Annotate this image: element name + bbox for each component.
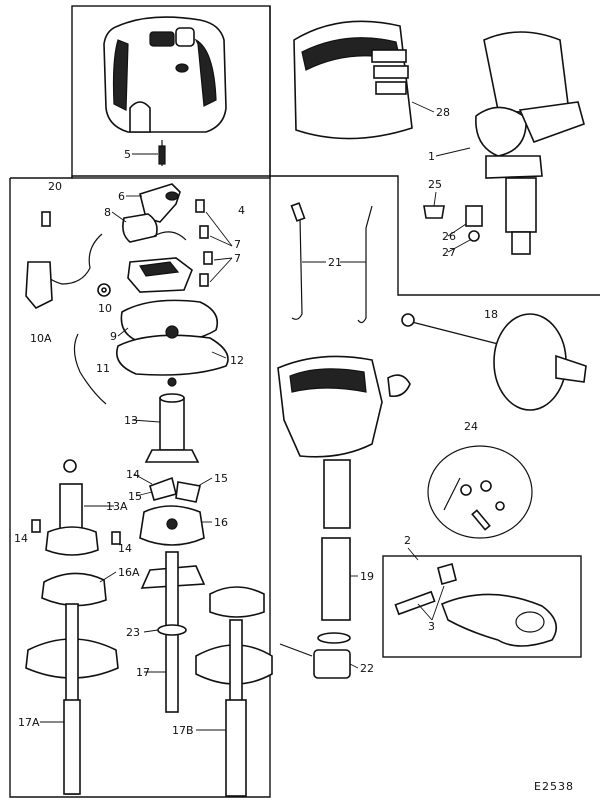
label-7b: 7 [234,252,241,265]
label-27: 27 [442,246,456,259]
contact-spring [139,261,180,277]
label-28: 28 [436,106,450,119]
label-23: 23 [126,626,140,639]
vacuum-terminal-10a [25,261,53,309]
distributor-body [277,355,411,529]
label-17a: 17A [18,716,40,729]
label-22: 22 [360,662,374,675]
moving-plate [116,334,229,376]
label-21: 21 [328,256,342,269]
rotor-arm-contact [165,191,179,201]
cap-cover-28 [293,20,413,140]
pin-14a [31,519,41,533]
label-10a: 10A [30,332,52,345]
label-17: 17 [136,666,150,679]
label-16a: 16A [118,566,140,579]
label-1: 1 [428,150,435,163]
label-7a: 7 [234,238,241,251]
drive-dog-22 [279,643,351,679]
figure-code: E2538 [534,780,574,793]
clamp-inset-frame [382,555,582,658]
parts-kit-24-outline [427,445,533,539]
label-14b: 14 [14,532,28,545]
springs-21 [290,202,373,324]
capacitor-lead [153,231,187,241]
distributor-assembly-1 [475,31,585,255]
centrifugal-action-16 [139,505,205,546]
drive-shaft-13a [45,459,99,556]
weights-15 [149,476,201,503]
label-25: 25 [428,178,442,191]
washer-27 [468,230,480,242]
low-tension-lead [43,233,103,285]
drive-shaft-13 [144,377,200,463]
shaft-17 [140,551,206,713]
label-12: 12 [230,354,244,367]
label-19: 19 [360,570,374,583]
label-2: 2 [404,534,411,547]
bolt-25 [423,205,445,219]
label-9: 9 [110,330,117,343]
earth-lead [73,333,107,405]
label-17b: 17B [172,724,194,737]
label-11: 11 [96,362,110,375]
pin-14b [111,531,121,545]
right-group-frame-upper [270,175,600,296]
shaft-bush-19 [321,537,351,621]
label-14a: 14 [126,468,140,481]
label-15a: 15 [214,472,228,485]
base-plate [120,299,219,344]
label-15b: 15 [128,490,142,503]
shaft-17b [195,586,273,797]
cap-clip [41,211,51,227]
bolt-26 [465,205,483,227]
label-13: 13 [124,414,138,427]
label-24: 24 [464,420,478,433]
vacuum-unit-18 [401,313,587,411]
thrust-washer [317,632,351,644]
label-10: 10 [98,302,112,315]
label-3: 3 [428,620,435,633]
label-5: 5 [124,148,131,161]
washer-hole [101,287,107,293]
label-13a: 13A [106,500,128,513]
shaft-17a [25,603,119,795]
distributor-cap [103,16,227,133]
parts-kit-24 [443,477,505,531]
carbon-brush-body [158,145,166,165]
label-14c: 14 [118,542,132,555]
label-18: 18 [484,308,498,321]
main-assembly-frame [9,6,271,798]
weights-16a [41,572,107,607]
plate-boss [165,325,179,339]
label-4: 4 [238,204,245,217]
label-6: 6 [118,190,125,203]
clamp-assembly-2 [394,563,558,647]
leader-lines [40,101,471,731]
label-16: 16 [214,516,228,529]
terminal-screws [195,199,213,287]
label-8: 8 [104,206,111,219]
label-20: 20 [48,180,62,193]
capacitor [122,213,158,243]
